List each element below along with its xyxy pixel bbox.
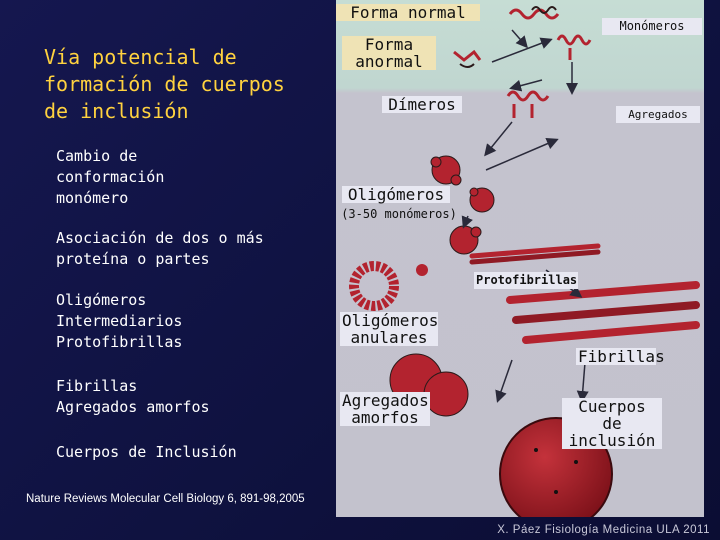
pathway-diagram: [336, 0, 704, 517]
step-conformational-change: Cambio de conformación monómero: [56, 147, 165, 207]
label-forma-normal: Forma normal: [336, 4, 480, 21]
dimer-icon: [506, 90, 550, 118]
oligomer-cluster-2: [469, 187, 495, 213]
label-agregados-amorfos: Agregados amorfos: [340, 391, 430, 427]
protofibril-icon: [469, 243, 601, 265]
oligomer-cluster-1: [430, 155, 462, 186]
label-protofibrillas: Protofibrillas: [474, 272, 578, 289]
aggregation-pathway-figure: Forma normal Forma anormal Monómeros Dím…: [336, 0, 704, 517]
abnormal-monomer-icon: [453, 49, 482, 68]
credit: X. Páez Fisiología Medicina ULA 2011: [497, 524, 710, 536]
label-oligomeros-anulares: Oligómeros anulares: [340, 311, 439, 347]
annular-oligomer-icon: [349, 261, 399, 311]
label-dimeros: Dímeros: [382, 96, 462, 113]
page-title: Vía potencial de formación de cuerpos de…: [44, 45, 285, 123]
misfolded-monomer-icon: [556, 34, 592, 60]
step-inclusion-bodies: Cuerpos de Inclusión: [56, 443, 237, 461]
step-intermediates: Oligómeros Intermediarios Protofibrillas: [56, 291, 183, 351]
citation: Nature Reviews Molecular Cell Biology 6,…: [26, 493, 305, 505]
label-oligomeros: Oligómeros: [342, 186, 450, 203]
annular-aggregate-small: [416, 264, 428, 276]
label-fibrillas: Fibrillas: [576, 347, 665, 366]
label-cuerpos-inclusion: Cuerpos de inclusión: [562, 398, 662, 449]
step-fibrils: Fibrillas Agregados amorfos: [56, 377, 210, 416]
label-agregados: Agregados: [616, 106, 700, 123]
step-association: Asociación de dos o más proteína o parte…: [56, 229, 264, 268]
label-monomeros: Monómeros: [602, 18, 702, 35]
fibril-icon: [506, 281, 700, 344]
label-forma-anormal: Forma anormal: [342, 36, 436, 70]
label-oligomeros-range: (3-50 monómeros): [341, 207, 457, 221]
normal-monomer-icon: [508, 6, 560, 20]
